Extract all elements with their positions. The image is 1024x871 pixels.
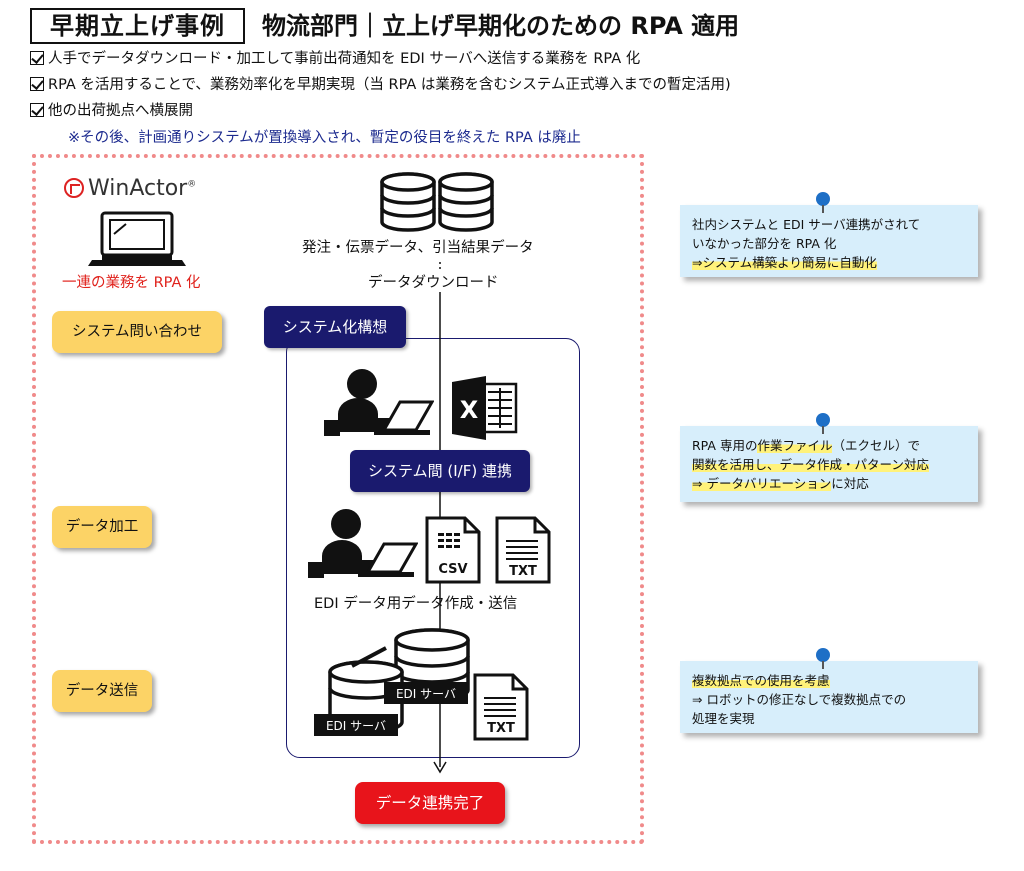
system-concept-label: システム化構想 (264, 306, 406, 348)
diagram-frame (32, 154, 644, 844)
system-if-label: システム間 (I/F) 連携 (350, 450, 530, 492)
callout-note: 複数拠点での使用を考慮 ⇒ ロボットの修正なしで複数拠点での 処理を実現 (680, 661, 978, 733)
checkbox-icon (30, 103, 44, 117)
task-data-sending: データ送信 (52, 670, 152, 712)
callout-highlight: 複数拠点での使用を考慮 (692, 673, 830, 688)
bullet-text: 他の出荷拠点へ横展開 (48, 103, 193, 119)
bullet-item: 人手でデータダウンロード・加工して事前出荷通知を EDI サーバへ送信する業務を… (30, 49, 640, 69)
note-line: ※その後、計画通りシステムが置換導入され、暫定の役目を終えた RPA は廃止 (68, 130, 581, 146)
edi-server-label: EDI サーバ (396, 687, 456, 701)
data-link-complete: データ連携完了 (355, 782, 505, 824)
pushpin-icon (816, 413, 830, 434)
bullet-text: 人手でデータダウンロード・加工して事前出荷通知を EDI サーバへ送信する業務を… (48, 51, 641, 67)
excel-letter: X (460, 396, 479, 424)
system-concept-box (286, 338, 580, 758)
task-system-inquiry: システム問い合わせ (52, 311, 222, 353)
bullet-item: RPA を活用することで、業務効率化を早期実現（当 RPA は業務を含むシステム… (30, 75, 731, 95)
bullet-item: 他の出荷拠点へ横展開 (30, 101, 193, 121)
person-at-laptop-icon (324, 369, 434, 436)
callout-line: 処理を実現 (692, 711, 755, 726)
edi-server-label: EDI サーバ (326, 719, 386, 733)
callout-note: RPA 専用の作業ファイル（エクセル）で 関数を活用し、データ作成・パターン対応… (680, 426, 978, 502)
callout-line: ⇒ ロボットの修正なしで複数拠点での (692, 692, 907, 707)
callout-highlight: ⇒ データバリエーション (692, 476, 832, 491)
database-label: 発注・伝票データ、引当結果データ (302, 240, 534, 256)
txt-label: TXT (509, 564, 537, 579)
callout-line: いなかった部分を RPA 化 (692, 236, 837, 251)
rpa-caption: 一連の業務を RPA 化 (62, 275, 201, 291)
csv-label: CSV (438, 562, 467, 577)
pushpin-icon (816, 648, 830, 669)
title-badge: 早期立上げ事例 (30, 8, 245, 44)
bullet-text: RPA を活用することで、業務効率化を早期実現（当 RPA は業務を含むシステム… (48, 77, 731, 93)
excel-icon: X (452, 376, 518, 440)
edi-server-icon: EDI サーバ EDI サーバ (314, 628, 470, 736)
checkbox-icon (30, 77, 44, 91)
callout-highlight: 関数を活用し、データ作成・パターン対応 (692, 457, 929, 472)
pushpin-icon (816, 192, 830, 213)
task-data-processing: データ加工 (52, 506, 152, 548)
database-icon (380, 172, 494, 232)
checkbox-icon (30, 51, 44, 65)
download-label: データダウンロード (368, 275, 499, 291)
person-at-laptop-icon (308, 509, 418, 578)
csv-file-icon: CSV (425, 516, 481, 584)
callout-highlight: ⇒システム構築より簡易に自動化 (692, 255, 877, 270)
callout-highlight: 作業ファイル (757, 438, 833, 453)
callout-text: に対応 (831, 476, 869, 491)
winactor-logo: WinActor® (64, 176, 196, 201)
laptop-icon (88, 211, 186, 266)
page-title: 物流部門｜立上げ早期化のための RPA 適用 (262, 12, 740, 40)
callout-line: 社内システムと EDI サーバ連携がされて (692, 217, 921, 232)
callout-text: RPA 専用の (692, 438, 758, 453)
txt-label: TXT (487, 721, 515, 736)
winactor-logo-icon (64, 178, 84, 198)
callout-text: （エクセル）で (832, 438, 920, 453)
callout-note: 社内システムと EDI サーバ連携がされて いなかった部分を RPA 化 ⇒シス… (680, 205, 978, 277)
txt-file-icon: TXT (473, 673, 529, 741)
edi-label: EDI データ用データ作成・送信 (314, 596, 518, 612)
txt-file-icon: TXT (495, 516, 551, 584)
winactor-logo-text: WinActor (88, 176, 188, 201)
